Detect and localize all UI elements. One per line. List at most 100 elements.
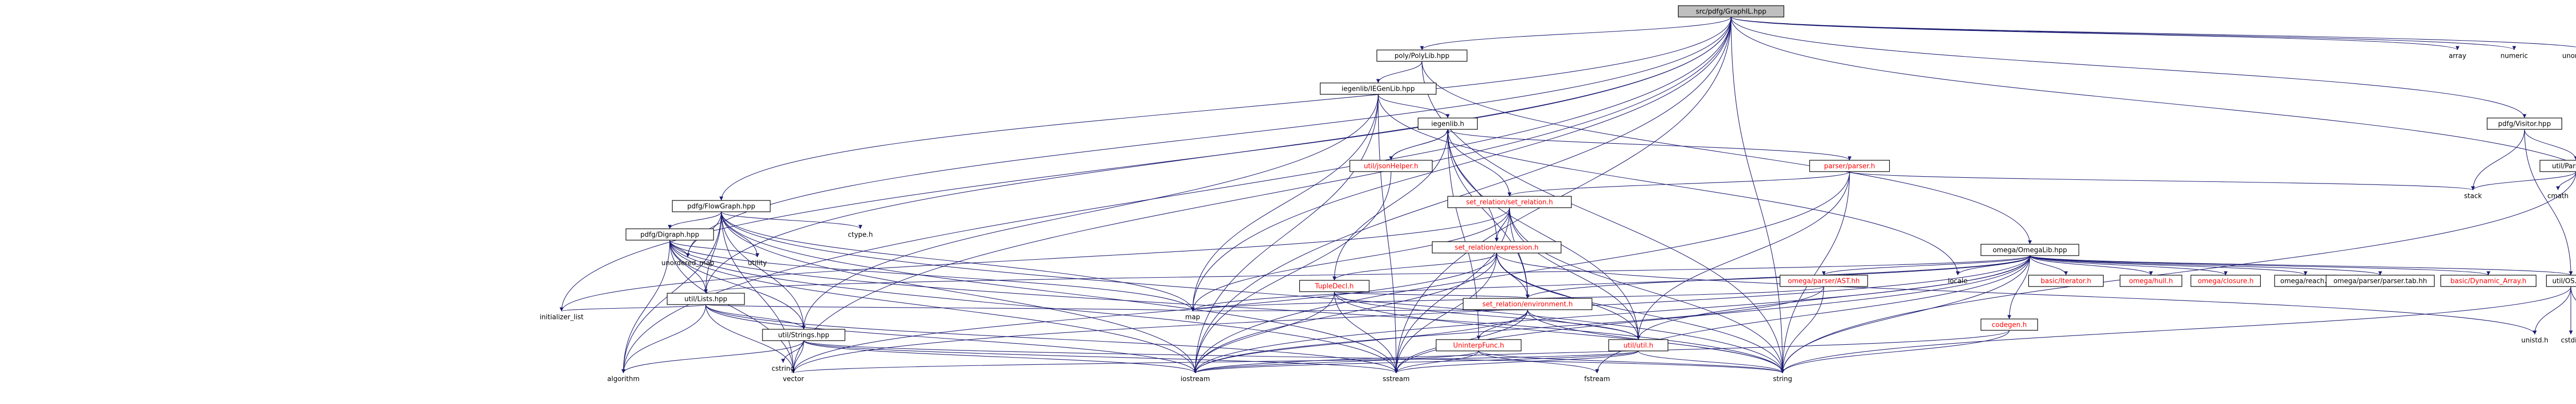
node-set-relation-environment-h[interactable]: set_relation/environment.h	[1463, 298, 1592, 310]
node-parser-parser-h[interactable]: parser/parser.h	[1809, 160, 1890, 172]
node-utility: utility	[748, 260, 767, 267]
node-iostream: iostream	[1180, 376, 1210, 383]
node-label: vector	[783, 376, 804, 383]
edge-flowgraph-to-map	[721, 211, 1195, 312]
edge-isl-to-iostream	[1193, 94, 1379, 374]
node-box	[1608, 339, 1669, 351]
edge-layer	[560, 16, 2576, 374]
edge-iegenlibh-to-expr	[1447, 129, 1499, 242]
edge-isl-to-iegenlibh	[1378, 94, 1450, 119]
node-label: pdfg/Visitor.hpp	[2498, 121, 2551, 128]
edge-digraph-to-map	[669, 240, 1195, 312]
node-label: iostream	[1180, 376, 1210, 383]
edge-utilsh-to-initlist	[560, 304, 706, 312]
node-box	[1432, 241, 1562, 254]
edge-utilsh-to-algorithm	[621, 304, 706, 374]
node-omega-reach-h[interactable]: omega/reach.h	[2274, 275, 2337, 287]
edge-ufcall-to-string	[1478, 350, 1785, 374]
edge-uftable-to-env	[1334, 291, 1530, 299]
node-omega-parser-parser-tab-hh[interactable]: omega/parser/parser.tab.hh	[2326, 275, 2435, 287]
edge-strings-to-vector	[791, 340, 804, 374]
node-label: basic/Dynamic_Array.h	[2450, 278, 2527, 285]
node-uninterpfunc-h[interactable]: UninterpFunc.h	[1435, 339, 1522, 351]
edge-digraph-to-sstream	[669, 240, 1398, 374]
node-label: initializer_list	[539, 314, 583, 322]
edge-utilh-to-sstream	[1394, 350, 1639, 374]
node-tupledecl-h[interactable]: TupleDecl.h	[1299, 280, 1370, 292]
edge-visitor-to-stack	[2471, 129, 2525, 191]
node-pdfg-flowgraph-hpp[interactable]: pdfg/FlowGraph.hpp	[672, 200, 771, 212]
edge-utilparser-to-cmath	[2556, 171, 2576, 191]
node-label: omega/closure.h	[2198, 278, 2253, 285]
edge-parser-to-string	[1781, 171, 1850, 374]
edge-strings-to-algorithm	[621, 340, 804, 374]
edge-flowgraph-to-string	[721, 211, 1785, 374]
node-util-jsonhelper-h[interactable]: util/jsonHelper.h	[1349, 160, 1433, 172]
node-util-parser-hpp[interactable]: util/Parser.hpp	[2539, 160, 2576, 172]
node-label: UninterpFunc.h	[1453, 342, 1504, 350]
node-label: string	[1773, 376, 1792, 383]
edge-setrel-to-utilh	[1509, 207, 1640, 340]
edge-ufcall-to-fstream	[1478, 350, 1599, 374]
node-src-pdfg-graphil-hpp[interactable]: src/pdfg/GraphIL.hpp	[1677, 5, 1785, 18]
node-util-strings-hpp[interactable]: util/Strings.hpp	[762, 329, 845, 341]
edge-root-to-visitor	[1731, 16, 2527, 119]
node-basic-iterator-h[interactable]: basic/Iterator.h	[2028, 275, 2104, 287]
edge-root-to-deque	[1731, 16, 2576, 164]
edge-root-to-string	[1731, 16, 1785, 374]
node-label: omega/hull.h	[2129, 278, 2173, 285]
node-label: util/Lists.hpp	[684, 296, 727, 304]
node-codegen-h[interactable]: codegen.h	[1980, 318, 2038, 331]
edge-polylib-to-isl	[1376, 61, 1422, 83]
node-pdfg-visitor-hpp[interactable]: pdfg/Visitor.hpp	[2486, 117, 2563, 130]
node-array: array	[2449, 53, 2466, 60]
edge-root-to-numeric	[1731, 16, 2516, 50]
edge-utilsh-to-sstream	[705, 304, 1398, 374]
node-label: util/Parser.hpp	[2552, 163, 2576, 171]
node-set-relation-set-relation-h[interactable]: set_relation/set_relation.h	[1447, 196, 1572, 208]
node-iegenlib-h[interactable]: iegenlib.h	[1417, 117, 1478, 130]
edge-utilsh-to-strings	[705, 304, 806, 330]
node-label: set_relation/environment.h	[1482, 301, 1572, 309]
node-basic-dynamic-array-h[interactable]: basic/Dynamic_Array.h	[2440, 275, 2537, 287]
edge-omegalib-to-osh	[2029, 255, 2573, 276]
node-pdfg-digraph-hpp[interactable]: pdfg/Digraph.hpp	[625, 228, 714, 241]
edge-expr-to-vector	[791, 252, 1497, 374]
node-box	[1980, 318, 2038, 331]
node-label: util/Strings.hpp	[778, 332, 829, 340]
node-box	[1677, 5, 1785, 18]
edge-flowgraph-to-strings	[721, 211, 806, 330]
node-iegenlib-iegenlib-hpp[interactable]: iegenlib/IEGenLib.hpp	[1319, 82, 1437, 95]
node-omega-parser-ast-hh[interactable]: omega/parser/AST.hh	[1780, 275, 1868, 287]
node-box	[762, 329, 845, 341]
edge-setrel-to-string	[1509, 207, 1785, 374]
edge-omegalib-to-codegen	[2007, 255, 2030, 319]
node-poly-polylib-hpp[interactable]: poly/PolyLib.hpp	[1376, 49, 1468, 62]
edge-omegaparser-to-string	[1781, 286, 1824, 374]
node-omega-omegalib-hpp[interactable]: omega/OmegaLib.hpp	[1980, 244, 2079, 256]
node-algorithm: algorithm	[607, 376, 640, 383]
edge-parser-to-stack	[1849, 171, 2475, 191]
node-omega-hull-h[interactable]: omega/hull.h	[2120, 275, 2182, 287]
edge-omegalib-to-locale	[1956, 255, 2030, 276]
node-util-lists-hpp[interactable]: util/Lists.hpp	[667, 293, 745, 305]
node-set-relation-expression-h[interactable]: set_relation/expression.h	[1432, 241, 1562, 254]
node-cmath: cmath	[2547, 193, 2568, 200]
node-label: TupleDecl.h	[1314, 283, 1353, 291]
node-unordered-map: unordered_map	[662, 260, 715, 267]
node-label: util/OS.hpp	[2552, 278, 2576, 285]
edge-omegalib-to-omegaparser	[1822, 255, 2030, 276]
edge-root-to-map	[1191, 16, 1732, 312]
node-omega-closure-h[interactable]: omega/closure.h	[2190, 275, 2261, 287]
node-util-util-h[interactable]: util/util.h	[1608, 339, 1669, 351]
edge-iegenlibh-to-setrel	[1447, 129, 1512, 197]
edge-utilh-to-string	[1638, 350, 1785, 374]
edge-digraph-to-algorithm	[621, 240, 670, 374]
edge-utilsh-to-iostream	[705, 304, 1197, 374]
edge-visitor-to-utilparser	[2524, 129, 2576, 161]
edge-flowgraph-to-digraph	[668, 211, 722, 229]
node-unistd-h: unistd.h	[2521, 337, 2549, 345]
node-layer: src/pdfg/GraphIL.hpparraynumericunordere…	[539, 5, 2576, 383]
node-util-os-hpp[interactable]: util/OS.hpp	[2546, 275, 2576, 287]
edge-setrel-to-map	[1191, 207, 1510, 312]
